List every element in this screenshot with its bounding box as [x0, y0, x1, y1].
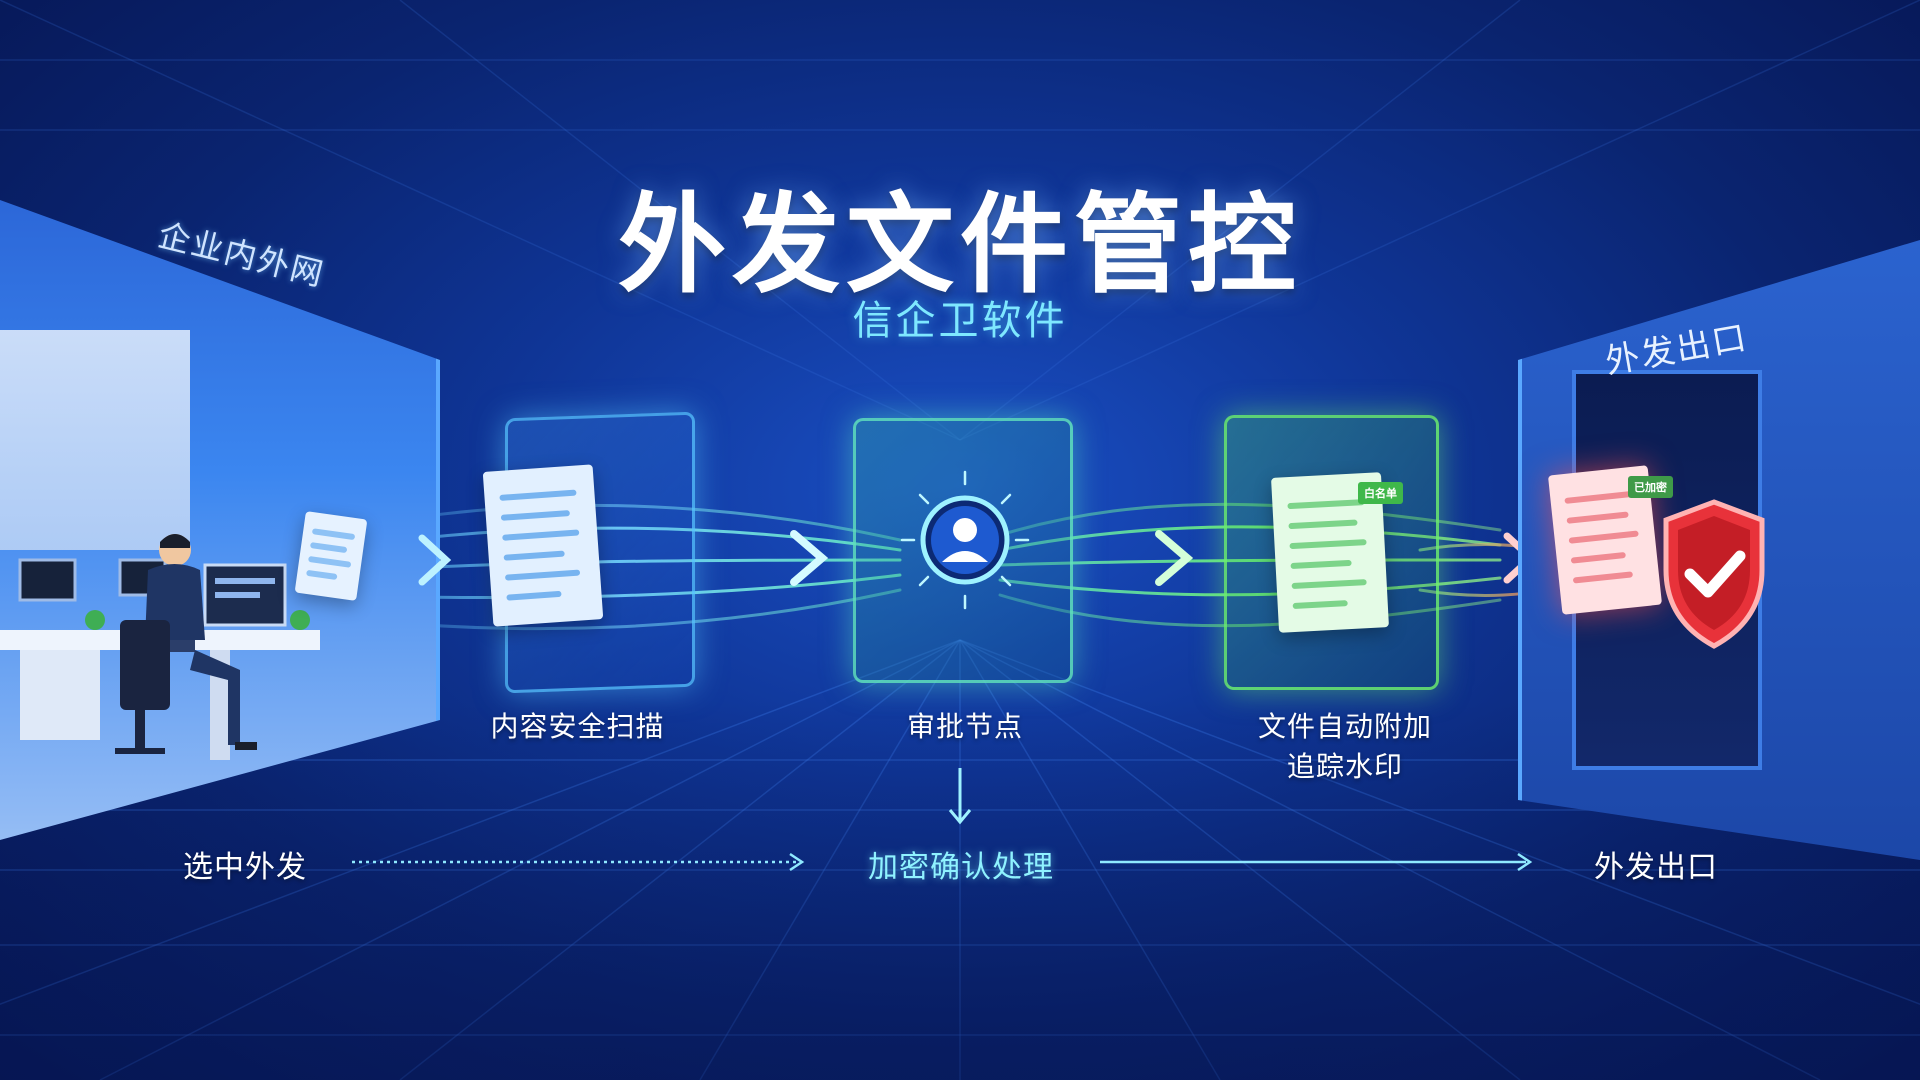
page-title: 外发文件管控 [617, 183, 1302, 308]
office-wall [0, 330, 190, 550]
flow-label-end: 外发出口 [1594, 850, 1718, 885]
stage-label-watermark-line2: 追踪水印 [1286, 750, 1403, 783]
watermark-tag: 白名单 [1358, 482, 1403, 504]
shield-check-icon [1663, 499, 1765, 649]
chevron-right-icon [1155, 530, 1194, 586]
office-worker-illustration [0, 534, 320, 760]
chevron-right-icon [790, 530, 829, 586]
scan-document [482, 464, 604, 627]
flow-label-start: 选中外发 [183, 850, 307, 885]
stage-label-approval: 审批节点 [906, 710, 1023, 743]
small-document [294, 511, 368, 601]
flow-label-middle: 加密确认处理 [868, 850, 1054, 885]
flow-arrow-1 [352, 852, 805, 872]
flow-arrow-2 [1100, 852, 1533, 872]
page-subtitle: 信企卫软件 [852, 298, 1068, 344]
stage-label-watermark-line1: 文件自动附加 [1257, 710, 1432, 743]
stage-label-scan: 内容安全扫描 [490, 710, 665, 743]
arrow-down-icon [948, 768, 972, 825]
encrypted-tag: 已加密 [1628, 476, 1673, 498]
user-icon [900, 470, 1030, 610]
chevron-right-icon [418, 534, 452, 586]
